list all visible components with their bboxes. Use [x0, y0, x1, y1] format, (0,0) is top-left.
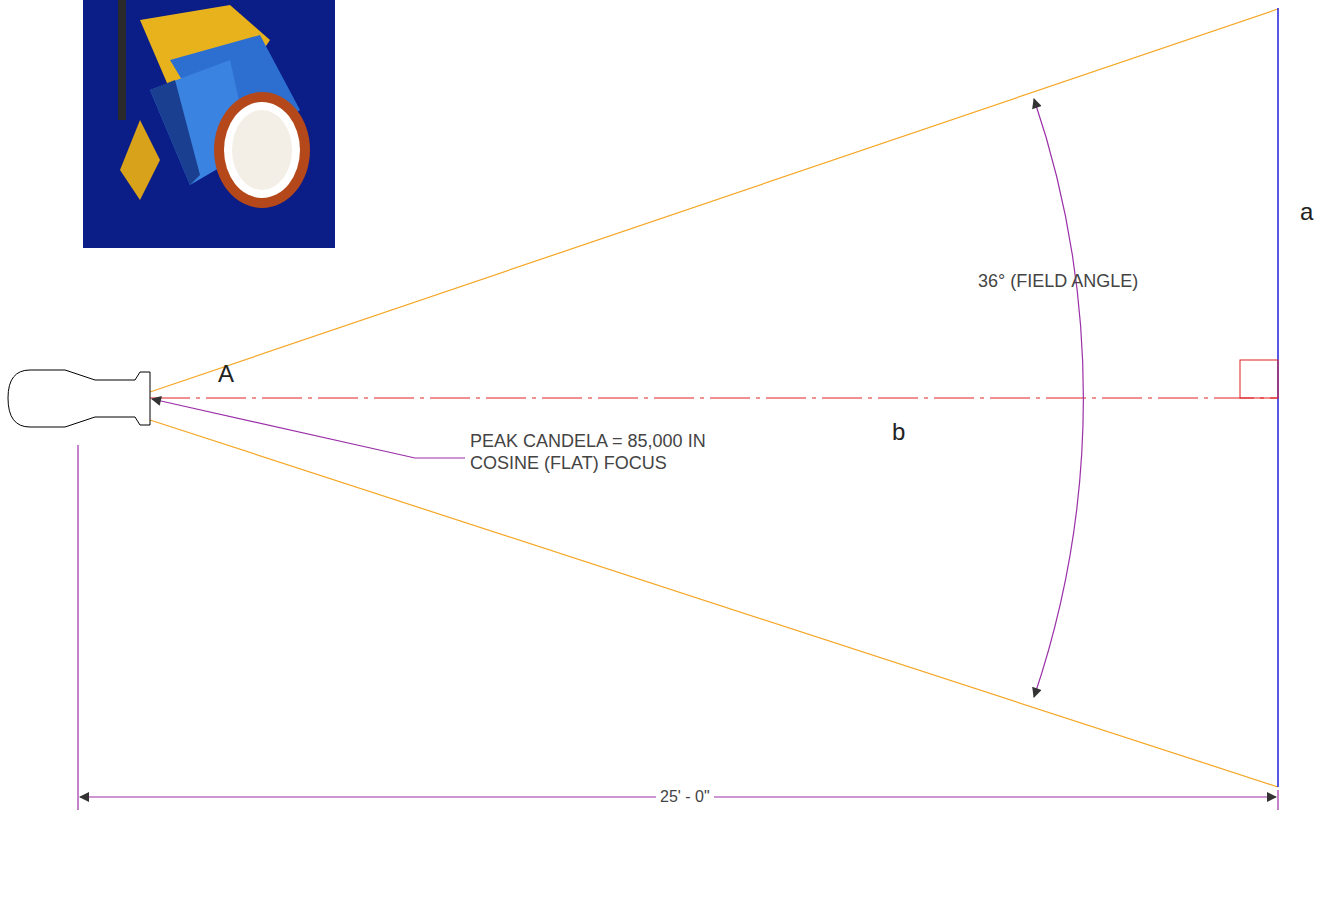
dimension-letter: a — [1300, 198, 1313, 227]
extension-line — [77, 445, 78, 810]
angle-label: 36° (FIELD ANGLE) — [978, 271, 1138, 293]
fixture-outline — [8, 370, 150, 427]
extension-line — [1277, 790, 1278, 810]
dimension-label: 25' - 0" — [656, 787, 714, 806]
right-angle-mark — [1240, 360, 1278, 398]
note-label: PEAK CANDELA = 85,000 IN COSINE (FLAT) F… — [470, 431, 706, 474]
leader-line — [152, 399, 465, 458]
beam-edge — [150, 9, 1278, 392]
dimension-letter: b — [892, 418, 905, 447]
beam-edge — [150, 420, 1278, 787]
angle-arc — [1034, 99, 1083, 697]
beam-axis — [150, 398, 1278, 399]
angle-letter: A — [218, 360, 234, 389]
fixture-photo — [83, 0, 335, 248]
